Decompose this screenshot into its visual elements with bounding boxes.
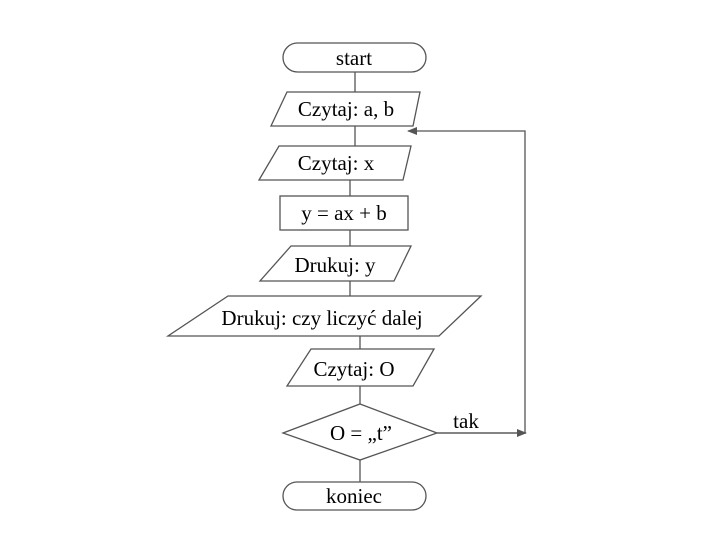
start-label: start — [336, 46, 372, 70]
yes-label: tak — [453, 409, 479, 433]
read-x-label: Czytaj: x — [298, 151, 375, 175]
end-label: koniec — [326, 484, 382, 508]
compute-label: y = ax + b — [301, 201, 387, 225]
start-terminator — [282, 42, 427, 73]
read-o-label: Czytaj: O — [313, 357, 394, 381]
read-x-parallelogram — [257, 145, 412, 181]
read-o-parallelogram — [285, 348, 436, 387]
print-y-parallelogram — [258, 245, 413, 282]
compute-process-box — [279, 195, 409, 231]
decision-diamond — [281, 403, 439, 461]
read-ab-parallelogram — [269, 91, 421, 127]
loop-back-arrow — [407, 127, 526, 434]
print-ask-parallelogram — [165, 295, 483, 337]
print-y-label: Drukuj: y — [294, 253, 376, 277]
read-ab-label: Czytaj: a, b — [298, 97, 394, 121]
print-ask-label: Drukuj: czy liczyć dalej — [221, 306, 422, 330]
end-terminator — [282, 481, 427, 511]
decision-label: O = „t” — [330, 421, 392, 445]
